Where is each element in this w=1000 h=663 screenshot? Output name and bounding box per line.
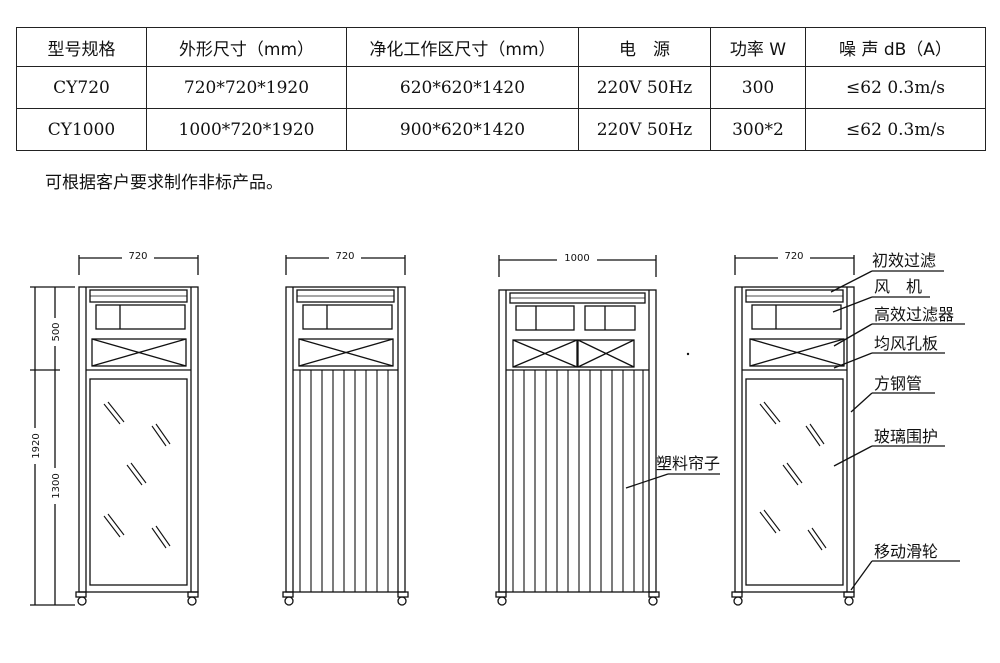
callout-hepa-filter: 高效过滤器 xyxy=(874,305,954,324)
side-view-section: 720 初效过滤 风 机 高效过滤器 均风孔板 方钢管 玻璃围护 xyxy=(731,250,965,606)
dim-width-label: 720 xyxy=(128,251,147,262)
cell-power: 300*2 xyxy=(710,108,806,151)
spec-table: 型号规格 外形尺寸（mm） 净化工作区尺寸（mm） 电 源 功率 W 噪 声 d… xyxy=(16,27,986,151)
callout-square-tube: 方钢管 xyxy=(874,374,922,393)
dim-width-label: 720 xyxy=(335,251,354,262)
cell-outer-size: 720*720*1920 xyxy=(146,66,347,109)
cell-model: CY1000 xyxy=(16,108,147,151)
header-model: 型号规格 xyxy=(16,27,147,67)
table-header-row: 型号规格 外形尺寸（mm） 净化工作区尺寸（mm） 电 源 功率 W 噪 声 d… xyxy=(16,27,986,67)
callout-primary-filter: 初效过滤 xyxy=(872,251,936,270)
cell-outer-size: 1000*720*1920 xyxy=(146,108,347,151)
dim-total-height-label: 1920 xyxy=(31,433,42,458)
front-view-curtain-720: 720 xyxy=(282,250,409,606)
callout-plastic-curtain: 塑料帘子 xyxy=(656,454,720,473)
dim-width-label: 720 xyxy=(784,251,803,262)
callout-caster: 移动滑轮 xyxy=(874,542,938,561)
header-power-supply: 电 源 xyxy=(578,27,711,67)
dim-lower-height-label: 1300 xyxy=(51,473,62,498)
table-row: CY1000 1000*720*1920 900*620*1420 220V 5… xyxy=(16,108,986,151)
cell-noise: ≤62 0.3m/s xyxy=(805,108,986,151)
cell-work-area-size: 620*620*1420 xyxy=(346,66,579,109)
callout-glass-guard: 玻璃围护 xyxy=(874,427,938,446)
header-outer-size: 外形尺寸（mm） xyxy=(146,27,347,67)
callout-fan: 风 机 xyxy=(874,277,922,296)
dim-upper-height-label: 500 xyxy=(51,322,62,341)
cell-model: CY720 xyxy=(16,66,147,109)
cell-power: 300 xyxy=(710,66,806,109)
callout-diffuser-plate: 均风孔板 xyxy=(874,334,938,353)
table-row: CY720 720*720*1920 620*620*1420 220V 50H… xyxy=(16,66,986,109)
header-noise: 噪 声 dB（A） xyxy=(805,27,986,67)
cell-power-supply: 220V 50Hz xyxy=(578,108,711,151)
custom-order-note: 可根据客户要求制作非标产品。 xyxy=(45,173,283,193)
cell-work-area-size: 900*620*1420 xyxy=(346,108,579,151)
dim-width-label: 1000 xyxy=(564,253,589,264)
cell-power-supply: 220V 50Hz xyxy=(578,66,711,109)
front-view-glass: 720 1920 500 1300 xyxy=(29,250,199,606)
front-view-curtain-1000: 1000 塑料帘子 xyxy=(495,252,720,606)
cell-noise: ≤62 0.3m/s xyxy=(805,66,986,109)
